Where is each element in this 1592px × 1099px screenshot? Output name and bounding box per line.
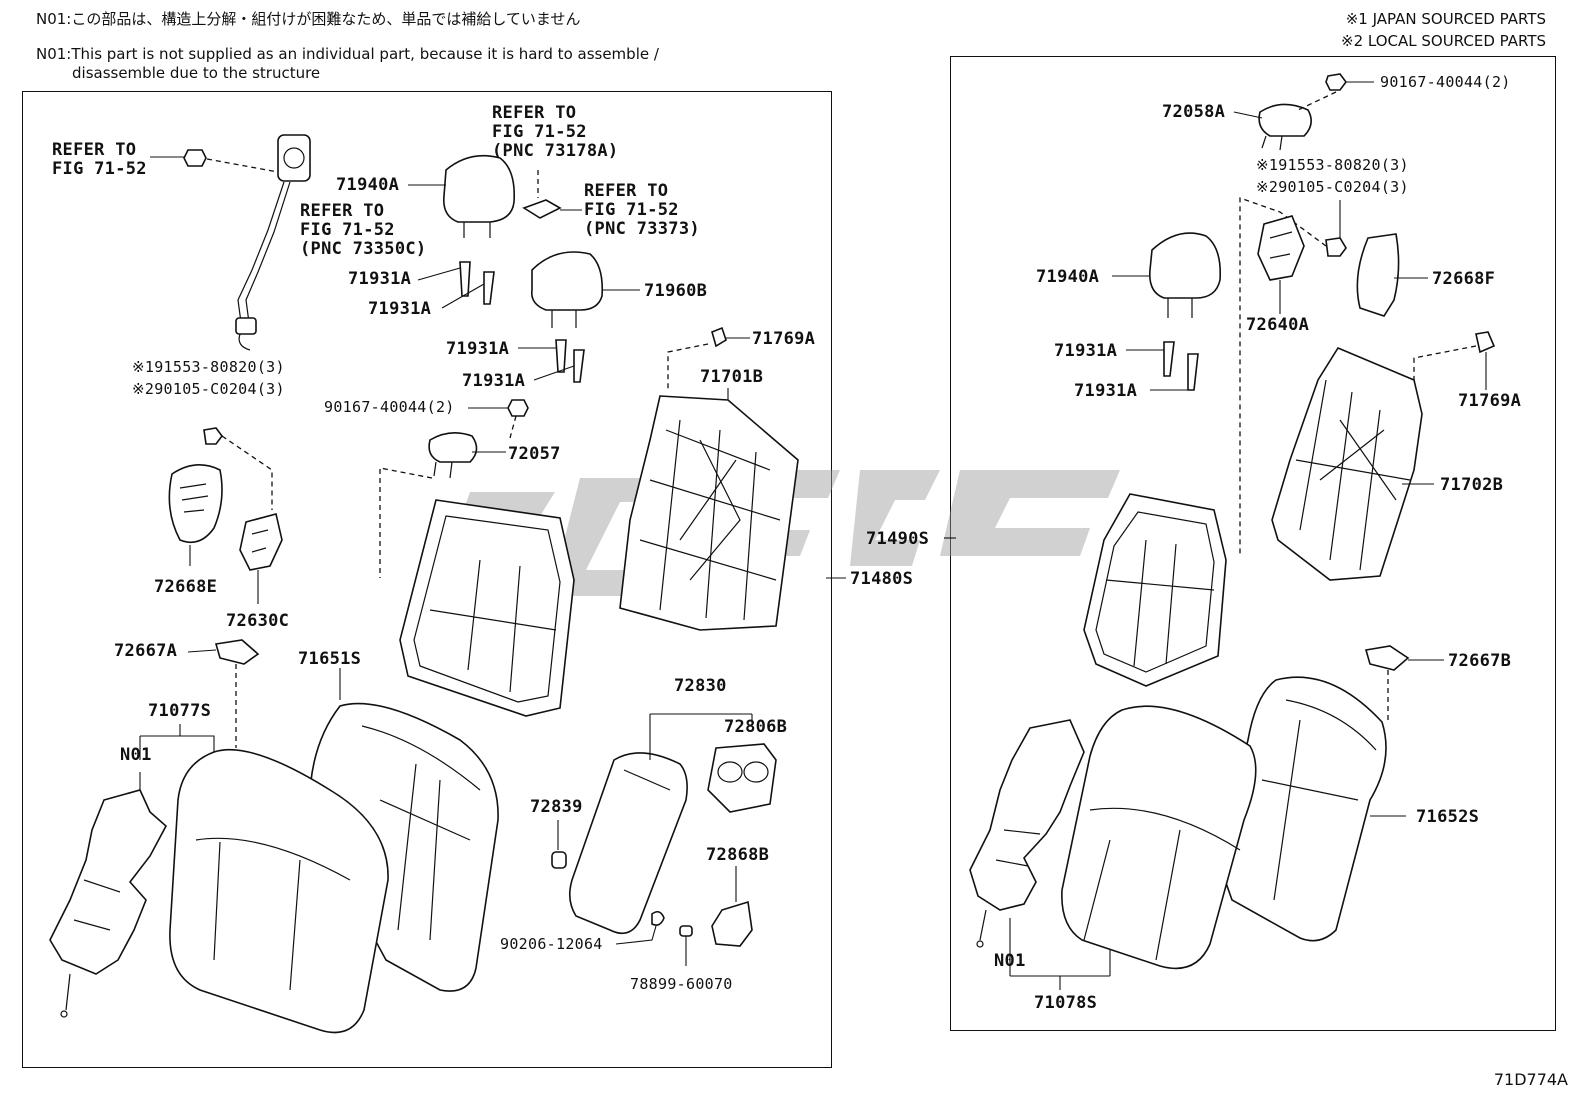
headrest-guides-right <box>1126 341 1199 391</box>
belt-anchor-bolt <box>150 149 279 173</box>
seatback-frame-right <box>1083 493 1227 687</box>
part-label-71931A[interactable]: 71931A <box>368 299 432 319</box>
seatback-pad-71652S <box>1217 676 1406 942</box>
bolt-191553-left <box>203 427 273 510</box>
part-label-71480S[interactable]: 71480S <box>850 569 914 589</box>
part-label-290105-c0204-right[interactable]: ※290105-C0204(3) <box>1256 178 1409 196</box>
clip-90206-12064 <box>615 910 665 945</box>
seat-belt-retractor <box>235 134 311 351</box>
side-cover-72668F <box>1356 233 1428 317</box>
note-n01-english: N01:This part is not supplied as an indi… <box>36 45 659 63</box>
part-label-71931A[interactable]: 71931A <box>446 339 510 359</box>
refer-fig-71-52-pnc-73373[interactable]: REFER TO FIG 71-52 (PNC 73373) <box>584 181 700 239</box>
part-label-71652S[interactable]: 71652S <box>1416 807 1480 827</box>
screw-78899-60070 <box>679 925 693 966</box>
part-label-191553-80820-right[interactable]: ※191553-80820(3) <box>1256 156 1409 174</box>
part-label-72640A[interactable]: 72640A <box>1246 315 1310 335</box>
trim-clip-73178A <box>522 170 582 219</box>
bracket-71078S <box>1009 918 1111 990</box>
legend: ※1 JAPAN SOURCED PARTS ※2 LOCAL SOURCED … <box>1341 8 1546 52</box>
seat-cushion-cover-71078S <box>1061 705 1257 970</box>
part-label-71078S[interactable]: 71078S <box>1034 993 1098 1013</box>
refer-fig-71-52-a[interactable]: REFER TO FIG 71-52 <box>52 140 147 179</box>
part-label-71769A[interactable]: 71769A <box>752 329 816 349</box>
bolt-90167-left <box>468 399 529 439</box>
part-label-72839[interactable]: 72839 <box>530 797 583 817</box>
cover-72868B <box>711 866 753 947</box>
part-label-71931A[interactable]: 71931A <box>348 269 412 289</box>
part-label-72668F[interactable]: 72668F <box>1432 269 1496 289</box>
part-label-n01-right[interactable]: N01 <box>994 951 1026 971</box>
note-n01-english-cont: disassemble due to the structure <box>72 64 321 82</box>
refer-fig-71-52-pnc-73350c[interactable]: REFER TO FIG 71-52 (PNC 73350C) <box>300 201 427 259</box>
armrest-72830 <box>568 713 753 935</box>
plug-72839 <box>551 820 567 869</box>
hinge-cover-72667A <box>187 639 260 748</box>
bracket-72630C <box>239 513 283 604</box>
right-assembly-frame <box>950 56 1556 1031</box>
part-label-71651S[interactable]: 71651S <box>298 649 362 669</box>
headrest-guides-upper <box>417 261 495 309</box>
part-label-72058A[interactable]: 72058A <box>1162 102 1226 122</box>
seatback-board-71702B <box>1271 346 1434 581</box>
bolt-90167-right <box>1325 73 1374 91</box>
part-label-191553-80820[interactable]: ※191553-80820(3) <box>132 358 285 376</box>
clip-71769A-right <box>1413 331 1496 392</box>
part-label-78899-60070[interactable]: 78899-60070 <box>630 975 733 993</box>
part-label-90167-40044-right[interactable]: 90167-40044(2) <box>1380 73 1511 91</box>
heater-mat-n01-left <box>49 772 168 1018</box>
side-cover-72668E <box>168 464 223 566</box>
part-label-72868B[interactable]: 72868B <box>706 845 770 865</box>
legend-japan-sourced: ※1 JAPAN SOURCED PARTS <box>1345 10 1546 28</box>
part-label-n01[interactable]: N01 <box>120 745 152 765</box>
clip-71769A-left <box>667 326 750 392</box>
part-label-71490S[interactable]: 71490S <box>866 529 930 549</box>
part-label-71077S[interactable]: 71077S <box>148 701 212 721</box>
cup-holder-72806B <box>707 743 777 813</box>
seatback-pad-71651S <box>308 668 499 992</box>
part-label-71940A-right[interactable]: 71940A <box>1036 267 1100 287</box>
headrest-71940A <box>408 154 516 238</box>
part-label-71769A-right[interactable]: 71769A <box>1458 391 1522 411</box>
part-label-72830[interactable]: 72830 <box>674 676 727 696</box>
part-label-71702B[interactable]: 71702B <box>1440 475 1504 495</box>
figure-id: 71D774A <box>1493 1070 1568 1089</box>
bracket-72058A <box>1233 91 1337 151</box>
part-label-72057[interactable]: 72057 <box>508 444 561 464</box>
part-label-72667B[interactable]: 72667B <box>1448 651 1512 671</box>
part-label-90206-12064[interactable]: 90206-12064 <box>500 935 603 953</box>
bolt-191553-right <box>1239 197 1347 556</box>
legend-local-sourced: ※2 LOCAL SOURCED PARTS <box>1341 32 1546 50</box>
part-label-71960B[interactable]: 71960B <box>644 281 708 301</box>
bracket-71077S <box>139 724 215 760</box>
part-label-71931A-right[interactable]: 71931A <box>1074 381 1138 401</box>
headrest-71940A-right <box>1112 232 1222 318</box>
bracket-72057 <box>379 432 506 578</box>
refer-fig-71-52-pnc-73178a[interactable]: REFER TO FIG 71-52 (PNC 73178A) <box>492 103 619 161</box>
part-label-72667A[interactable]: 72667A <box>114 641 178 661</box>
part-label-71940A[interactable]: 71940A <box>336 175 400 195</box>
heater-mat-n01-right <box>969 719 1085 948</box>
seatback-board-71701B <box>619 388 799 631</box>
note-n01-japanese: N01:この部品は、構造上分解・組付けが困難なため、単品では補給していません <box>36 10 581 28</box>
part-label-71931A-right[interactable]: 71931A <box>1054 341 1118 361</box>
part-label-72630C[interactable]: 72630C <box>226 611 290 631</box>
hinge-cover-72667B <box>1364 645 1444 720</box>
bracket-72640A <box>1257 215 1305 314</box>
part-label-90167-40044[interactable]: 90167-40044(2) <box>324 398 455 416</box>
part-label-72806B[interactable]: 72806B <box>724 717 788 737</box>
headrest-71960B <box>530 251 640 328</box>
headrest-guides-lower <box>518 339 585 383</box>
part-label-71701B[interactable]: 71701B <box>700 367 764 387</box>
seatback-cover-71077S <box>169 748 389 1034</box>
seatback-frame-left <box>399 499 575 717</box>
part-label-71931A[interactable]: 71931A <box>462 371 526 391</box>
left-assembly-frame <box>22 91 832 1068</box>
part-label-290105-c0204[interactable]: ※290105-C0204(3) <box>132 380 285 398</box>
part-label-72668E[interactable]: 72668E <box>154 577 218 597</box>
